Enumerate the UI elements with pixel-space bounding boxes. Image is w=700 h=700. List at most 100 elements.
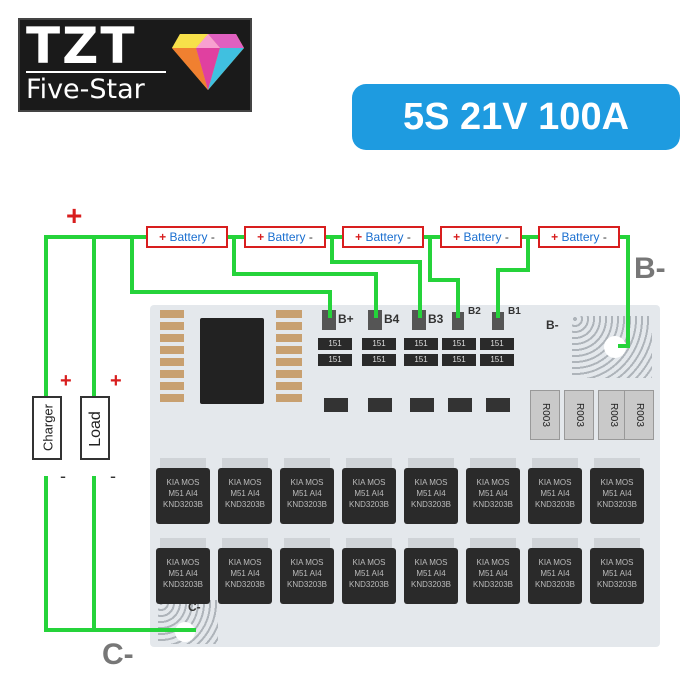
mosfet-marking: KIA MOS: [476, 478, 510, 487]
mosfet-marking: KND3203B: [162, 500, 204, 509]
label-b-minus: B-: [634, 252, 666, 285]
mosfet-marking: KIA MOS: [538, 478, 572, 487]
charger-minus-sign: -: [60, 466, 66, 486]
mosfet-marking: KND3203B: [472, 500, 514, 509]
mosfet-marking: KND3203B: [286, 580, 328, 589]
label-b3: B3: [428, 312, 444, 326]
battery-cell-5: + Battery -: [538, 226, 620, 248]
label-b2: B2: [468, 306, 481, 317]
logo-divider: [26, 71, 166, 73]
mosfet-marking: KND3203B: [162, 580, 204, 589]
pad-b2: [452, 312, 464, 330]
mosfet-marking: KND3203B: [410, 580, 452, 589]
mosfet-marking: KND3203B: [224, 580, 266, 589]
mosfet-marking: KND3203B: [534, 500, 576, 509]
mosfet-marking: M51 AI4: [230, 489, 260, 498]
pad-b1: [492, 312, 504, 330]
load-label: Load: [87, 411, 104, 447]
smd-column-left: [160, 310, 184, 406]
smd-resistor: 151: [318, 338, 352, 350]
pad-b3: [412, 310, 426, 330]
mosfet-marking: M51 AI4: [230, 569, 260, 578]
mosfet-marking: KIA MOS: [290, 478, 324, 487]
balance-transistor: [324, 398, 348, 412]
mosfet-marking: KIA MOS: [290, 558, 324, 567]
mosfet-marking: KIA MOS: [352, 558, 386, 567]
smd-resistor: 151: [404, 354, 438, 366]
battery-cell-4: + Battery -: [440, 226, 522, 248]
wire-charger-plus: [44, 235, 146, 430]
diamond-icon: [172, 34, 244, 90]
mosfet-marking: M51 AI4: [478, 569, 508, 578]
mosfet-marking: M51 AI4: [292, 569, 322, 578]
mosfet-marking: KIA MOS: [228, 558, 262, 567]
mosfet-marking: KIA MOS: [228, 478, 262, 487]
mosfet-marking: M51 AI4: [602, 489, 632, 498]
mosfet-marking: M51 AI4: [540, 489, 570, 498]
balance-transistor: [486, 398, 510, 412]
mosfet-marking: KND3203B: [410, 500, 452, 509]
balance-transistor: [368, 398, 392, 412]
label-c-minus: C-: [102, 638, 134, 671]
logo-line2: Five-Star: [26, 74, 145, 105]
b-minus-hole: [604, 336, 626, 358]
label-board-b-minus: B-: [546, 318, 559, 332]
label-b4: B4: [384, 312, 400, 326]
mosfet-marking: KIA MOS: [166, 478, 200, 487]
mosfet-marking: M51 AI4: [354, 569, 384, 578]
mosfet-marking: KIA MOS: [166, 558, 200, 567]
spec-badge: 5S 21V 100A: [352, 84, 680, 150]
smd-resistor: 151: [442, 354, 476, 366]
mosfet-marking: KIA MOS: [414, 558, 448, 567]
shunt-resistor-2: R003: [564, 390, 594, 440]
balance-transistor: [410, 398, 434, 412]
mosfet-marking: M51 AI4: [540, 569, 570, 578]
mosfet-marking: KIA MOS: [476, 558, 510, 567]
load-minus-sign: -: [110, 466, 116, 486]
pad-b4: [368, 310, 382, 330]
shunt-resistor-3: R003: [598, 390, 628, 440]
shunt-resistor-1: R003: [530, 390, 560, 440]
mosfet-marking: KIA MOS: [600, 478, 634, 487]
charger-label: Charger: [40, 404, 56, 451]
mosfet-marking: KND3203B: [596, 580, 638, 589]
mosfet-marking: M51 AI4: [416, 489, 446, 498]
smd-resistor: 151: [318, 354, 352, 366]
label-b1: B1: [508, 306, 521, 317]
mosfet-marking: M51 AI4: [478, 489, 508, 498]
charger-box: Charger: [32, 396, 62, 460]
mosfet-marking: KIA MOS: [352, 478, 386, 487]
mosfet-marking: M51 AI4: [416, 569, 446, 578]
shunt-resistor-4: R003: [624, 390, 654, 440]
battery-cell-1: + Battery -: [146, 226, 228, 248]
smd-resistor: 151: [480, 338, 514, 350]
mosfet-marking: KIA MOS: [538, 558, 572, 567]
load-plus-sign: +: [110, 370, 122, 392]
control-ic: [200, 318, 264, 404]
smd-resistor: 151: [404, 338, 438, 350]
label-b-plus: B+: [338, 312, 354, 326]
mosfet-marking: M51 AI4: [292, 489, 322, 498]
mosfet-marking: KIA MOS: [414, 478, 448, 487]
smd-resistor: 151: [362, 338, 396, 350]
mosfet-marking: M51 AI4: [168, 569, 198, 578]
logo-line1: TZT: [26, 17, 137, 75]
mosfet-marking: M51 AI4: [168, 489, 198, 498]
mosfet-marking: KND3203B: [286, 500, 328, 509]
mosfet-marking: KND3203B: [224, 500, 266, 509]
smd-resistor: 151: [442, 338, 476, 350]
mosfet-marking: M51 AI4: [602, 569, 632, 578]
wire-charger-minus: [44, 476, 196, 632]
